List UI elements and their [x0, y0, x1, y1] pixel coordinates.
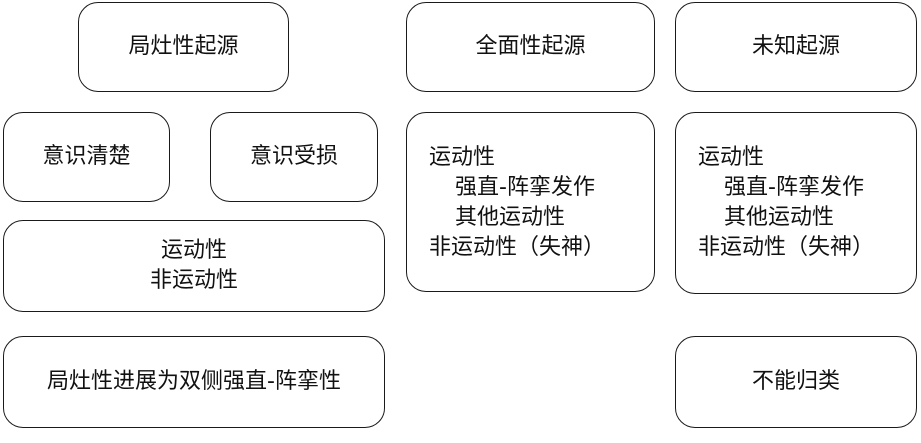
- focal-motor-label: 运动性: [160, 238, 227, 263]
- focal-aware-box: 意识清楚: [3, 112, 170, 202]
- generalized-onset-box: 全面性起源: [406, 2, 655, 92]
- focal-nonmotor-label: 非运动性: [149, 268, 238, 293]
- unknown-nonmotor-label: 非运动性（失神）: [698, 235, 875, 260]
- unknown-types-box: 运动性 强直-阵挛发作 其他运动性 非运动性（失神）: [675, 112, 917, 294]
- unknown-onset-box: 未知起源: [675, 2, 917, 92]
- focal-onset-label: 局灶性起源: [128, 34, 239, 59]
- unknown-onset-label: 未知起源: [751, 34, 840, 59]
- focal-onset-box: 局灶性起源: [78, 2, 289, 92]
- unknown-other-motor-label: 其他运动性: [724, 205, 835, 230]
- focal-impaired-awareness-box: 意识受损: [210, 112, 378, 202]
- focal-to-bilateral-box: 局灶性进展为双侧强直-阵挛性: [3, 336, 385, 428]
- unclassified-box: 不能归类: [675, 336, 917, 428]
- focal-motor-nonmotor-box: 运动性 非运动性: [3, 220, 385, 312]
- generalized-onset-label: 全面性起源: [475, 34, 586, 59]
- generalized-motor-label: 运动性: [429, 145, 496, 170]
- unclassified-label: 不能归类: [751, 369, 840, 394]
- generalized-tonic-clonic-label: 强直-阵挛发作: [455, 175, 595, 200]
- focal-aware-label: 意识清楚: [42, 144, 131, 169]
- focal-to-bilateral-label: 局灶性进展为双侧强直-阵挛性: [47, 369, 341, 394]
- generalized-nonmotor-label: 非运动性（失神）: [429, 235, 606, 260]
- unknown-tonic-clonic-label: 强直-阵挛发作: [724, 175, 864, 200]
- unknown-motor-label: 运动性: [698, 145, 765, 170]
- generalized-types-box: 运动性 强直-阵挛发作 其他运动性 非运动性（失神）: [406, 112, 655, 292]
- generalized-other-motor-label: 其他运动性: [455, 205, 566, 230]
- focal-impaired-label: 意识受损: [249, 144, 338, 169]
